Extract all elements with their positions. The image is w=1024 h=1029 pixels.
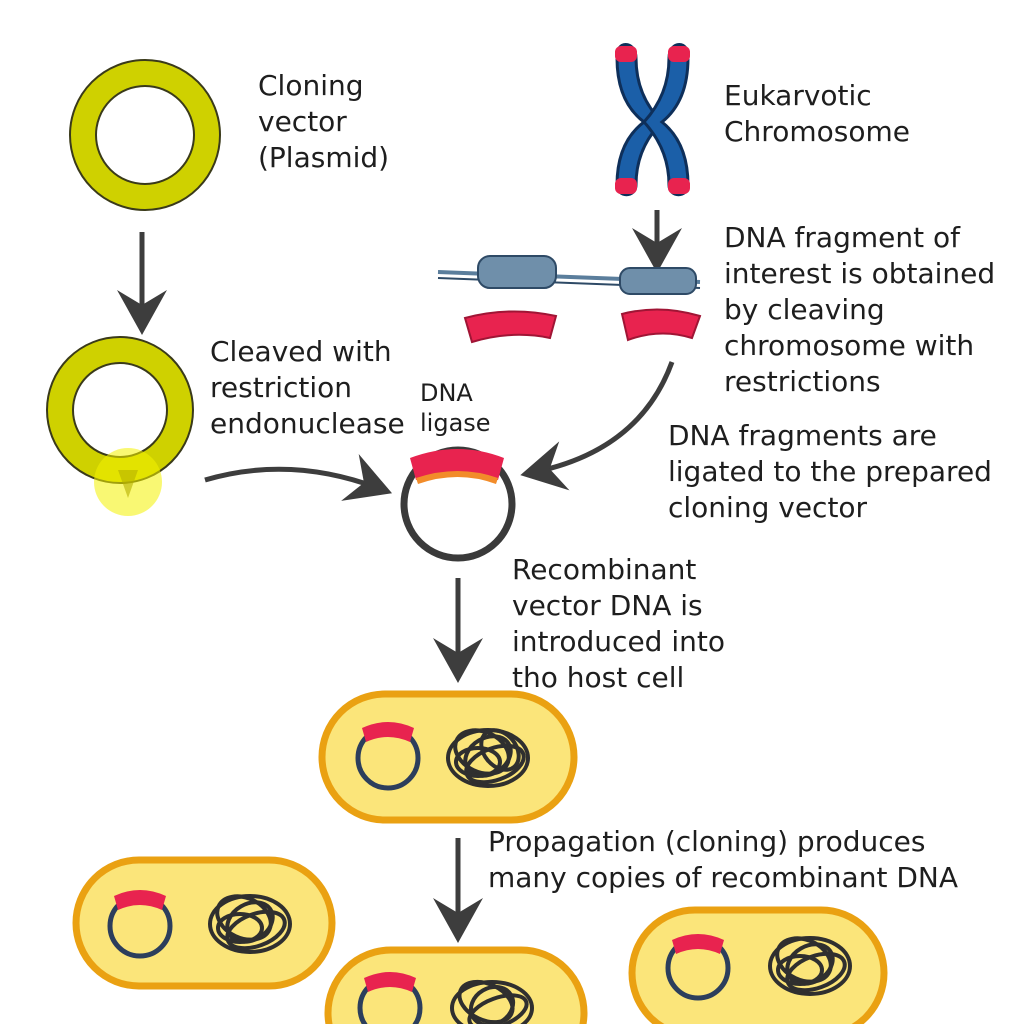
daughter-cell-middle xyxy=(324,946,588,1029)
dna-fragment-right-icon xyxy=(620,308,702,342)
fragments-ligated-label: DNA fragments are ligated to the prepare… xyxy=(668,419,992,524)
arrow-to-ligation-left xyxy=(204,454,393,501)
plasmid-icon xyxy=(69,59,221,211)
recombinant-vector-icon xyxy=(400,446,516,562)
arrow-to-ligation-right xyxy=(520,361,675,491)
daughter-cell-right xyxy=(628,906,888,1029)
cleaved-plasmid-icon xyxy=(46,336,194,516)
bacterial-chromosome-icon xyxy=(446,728,530,788)
propagation-label: Propagation (cloning) produces many copi… xyxy=(488,825,958,894)
dna-ligase-label: DNA ligase xyxy=(420,379,491,437)
dna-fragment-label: DNA fragment of interest is obtained by … xyxy=(724,221,996,398)
cloning-vector-label: Cloning vector (Plasmid) xyxy=(258,69,390,174)
host-cell xyxy=(318,690,578,824)
dna-strand-icon xyxy=(437,255,701,295)
chromosome-icon xyxy=(615,43,690,197)
dna-fragment-left-icon xyxy=(463,310,558,344)
recombinant-label: Recombinant vector DNA is introduced int… xyxy=(512,553,725,694)
eukaryotic-chromosome-label: Eukarvotic Chromosome xyxy=(724,79,910,148)
cleaved-label: Cleaved with restriction endonuclease xyxy=(210,335,405,440)
daughter-cell-left xyxy=(72,856,336,990)
